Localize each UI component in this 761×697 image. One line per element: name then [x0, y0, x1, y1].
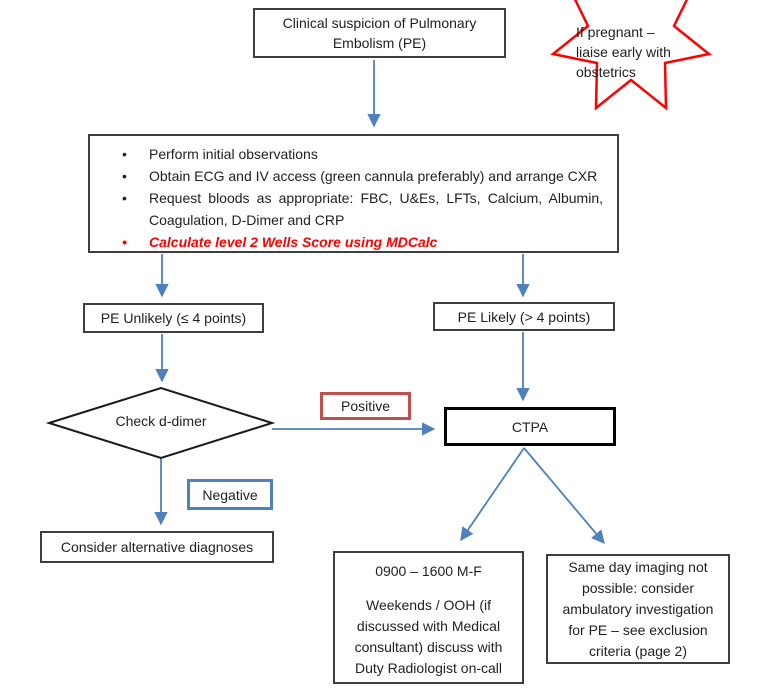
bullet-icon — [122, 165, 149, 187]
start-label: Clinical suspicion of Pulmonary Embolism… — [282, 15, 477, 51]
ddimer-decision-label: Check d-dimer — [115, 413, 207, 429]
pe-likely-label: PE Likely (> 4 points) — [457, 308, 591, 325]
arrow-ctpa-to-radiology — [460, 447, 525, 542]
flowchart-node-radiology-contact: 0900 – 1600 M-F Weekends / OOH (if discu… — [333, 551, 524, 684]
flowchart-node-pe-unlikely: PE Unlikely (≤ 4 points) — [83, 303, 264, 333]
radiology-hours: 0900 – 1600 M-F — [375, 563, 482, 579]
flowchart-node-initial-workup: Perform initial observations Obtain ECG … — [88, 134, 619, 253]
workup-bullet-wells-score: Calculate level 2 Wells Score using MDCa… — [122, 231, 603, 253]
workup-bullet-observations: Perform initial observations — [122, 143, 603, 165]
pe-unlikely-label: PE Unlikely (≤ 4 points) — [100, 310, 247, 326]
flowchart-node-alternative-diagnoses: Consider alternative diagnoses — [40, 531, 274, 563]
bullet-icon — [122, 143, 149, 165]
ctpa-label: CTPA — [511, 418, 549, 435]
negative-label: Negative — [202, 486, 258, 503]
ddimer-decision-diamond — [45, 386, 276, 460]
flowchart-node-positive: Positive — [320, 392, 411, 420]
bullet-icon — [122, 231, 149, 253]
pregnant-warning-text: If pregnant – liaise early with obstetri… — [576, 22, 708, 82]
positive-label: Positive — [340, 398, 391, 414]
flowchart-node-negative: Negative — [187, 479, 273, 510]
alternative-label: Consider alternative diagnoses — [60, 539, 254, 555]
flowchart-node-ctpa: CTPA — [444, 407, 616, 446]
workup-bullet-ecg-iv-cxr: Obtain ECG and IV access (green cannula … — [122, 165, 603, 187]
pregnant-warning-star — [550, 0, 712, 111]
flowchart-node-pe-likely: PE Likely (> 4 points) — [433, 302, 615, 331]
flowchart-node-ambulatory-investigation: Same day imaging not possible: consider … — [546, 554, 730, 664]
arrow-ctpa-to-ambulatory — [523, 447, 605, 545]
pregnant-line-1: If pregnant – — [576, 24, 655, 40]
flowchart-node-start: Clinical suspicion of Pulmonary Embolism… — [253, 8, 506, 58]
pregnant-line-2: liaise early with — [576, 44, 671, 60]
ambulatory-label: Same day imaging not possible: consider … — [562, 558, 714, 659]
pregnant-line-3: obstetrics — [576, 64, 636, 80]
workup-bullet-bloods: Request bloods as appropriate: FBC, U&Es… — [122, 187, 603, 231]
radiology-ooh-instructions: Weekends / OOH (if discussed with Medica… — [354, 597, 503, 676]
bullet-icon — [122, 187, 149, 231]
